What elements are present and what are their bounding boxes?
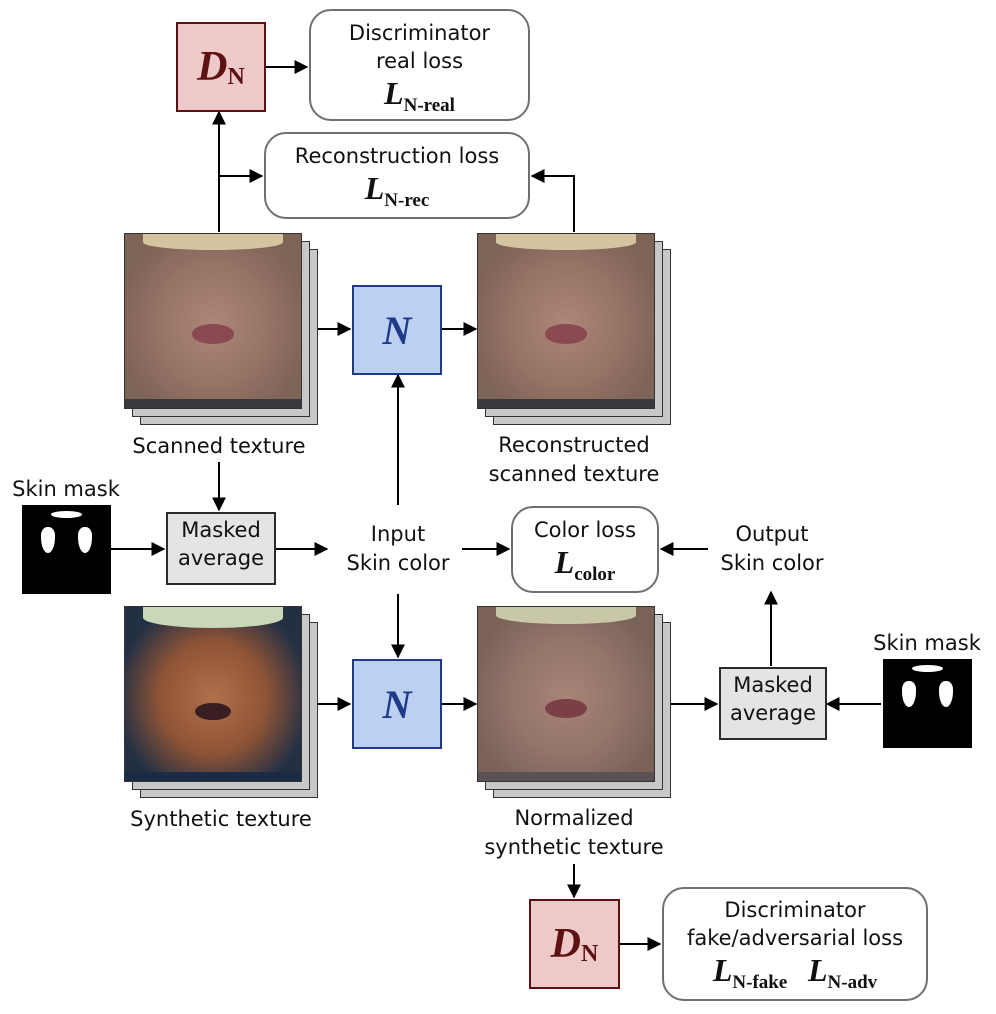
real-loss-title: Discriminator [348, 21, 491, 45]
masked-average-right-line1: Masked [733, 673, 813, 697]
input-label-line2: Skin color [346, 551, 450, 575]
normalized-texture-image [477, 606, 671, 798]
masked-average-left-line2: average [178, 546, 264, 570]
fake-loss-title: Discriminator [724, 898, 866, 922]
discriminator-bottom-symbol: D [550, 921, 581, 967]
color-loss-box: Color loss Lcolor [511, 506, 659, 593]
normalizer-bottom: N [352, 659, 442, 749]
output-skin-color-label: Output Skin color [702, 520, 842, 578]
skin-mask-right-label: Skin mask [873, 631, 981, 655]
discriminator-top-symbol: D [197, 44, 228, 90]
reconstructed-texture-label: Reconstructed scanned texture [444, 431, 704, 489]
input-skin-color-label: Input Skin color [328, 520, 468, 578]
masked-average-left-line1: Masked [181, 518, 261, 542]
color-loss-subscript: color [574, 564, 616, 585]
reconstructed-label-line2: scanned texture [488, 462, 660, 486]
normalizer-top: N [352, 285, 442, 375]
skin-mask-left-image [22, 505, 111, 594]
output-label-line2: Skin color [720, 551, 824, 575]
reconstructed-texture-image [477, 233, 671, 425]
scanned-texture-label: Scanned texture [132, 434, 306, 458]
fake-loss-subtitle: fake/adversarial loss [686, 926, 904, 950]
normalized-texture-label: Normalized synthetic texture [454, 804, 694, 862]
scanned-texture-image [124, 233, 318, 425]
reconstruction-loss-title: Reconstruction loss [294, 144, 500, 168]
masked-average-right: Masked average [719, 667, 827, 740]
reconstruction-loss-formula: LN-rec [364, 170, 430, 211]
real-loss-subtitle: real loss [375, 49, 464, 73]
normalized-label-line2: synthetic texture [484, 835, 664, 859]
color-loss-title: Color loss [533, 518, 637, 542]
masked-average-right-line2: average [730, 701, 816, 725]
fake-adversarial-loss-box: Discriminator fake/adversarial loss LN-f… [662, 887, 928, 1001]
skin-mask-left-label: Skin mask [12, 477, 120, 501]
discriminator-top-subscript: N [227, 63, 245, 90]
output-label-line1: Output [735, 522, 809, 546]
arrow-reconstructed-to-rec-loss [530, 169, 575, 232]
discriminator-bottom-subscript: N [581, 940, 599, 967]
color-loss-formula: Lcolor [554, 544, 616, 585]
real-loss-subscript: N-real [403, 95, 455, 116]
reconstruction-loss-box: Reconstruction loss LN-rec [264, 132, 530, 219]
fake-loss-subscript: N-fake [732, 972, 788, 993]
reconstruction-loss-subscript: N-rec [384, 190, 430, 211]
fake-loss-formula: LN-fake [712, 952, 788, 993]
synthetic-texture-image [124, 606, 318, 798]
real-loss-formula: LN-real [384, 75, 455, 116]
adv-loss-formula: LN-adv [807, 952, 878, 993]
normalized-label-line1: Normalized [514, 806, 634, 830]
input-label-line1: Input [370, 522, 426, 546]
reconstructed-label-line1: Reconstructed [498, 433, 650, 457]
adv-loss-subscript: N-adv [827, 972, 878, 993]
masked-average-left: Masked average [166, 512, 276, 585]
skin-mask-right-image [883, 659, 972, 748]
synthetic-texture-label: Synthetic texture [130, 807, 312, 831]
real-loss-box: Discriminator real loss LN-real [309, 9, 530, 121]
